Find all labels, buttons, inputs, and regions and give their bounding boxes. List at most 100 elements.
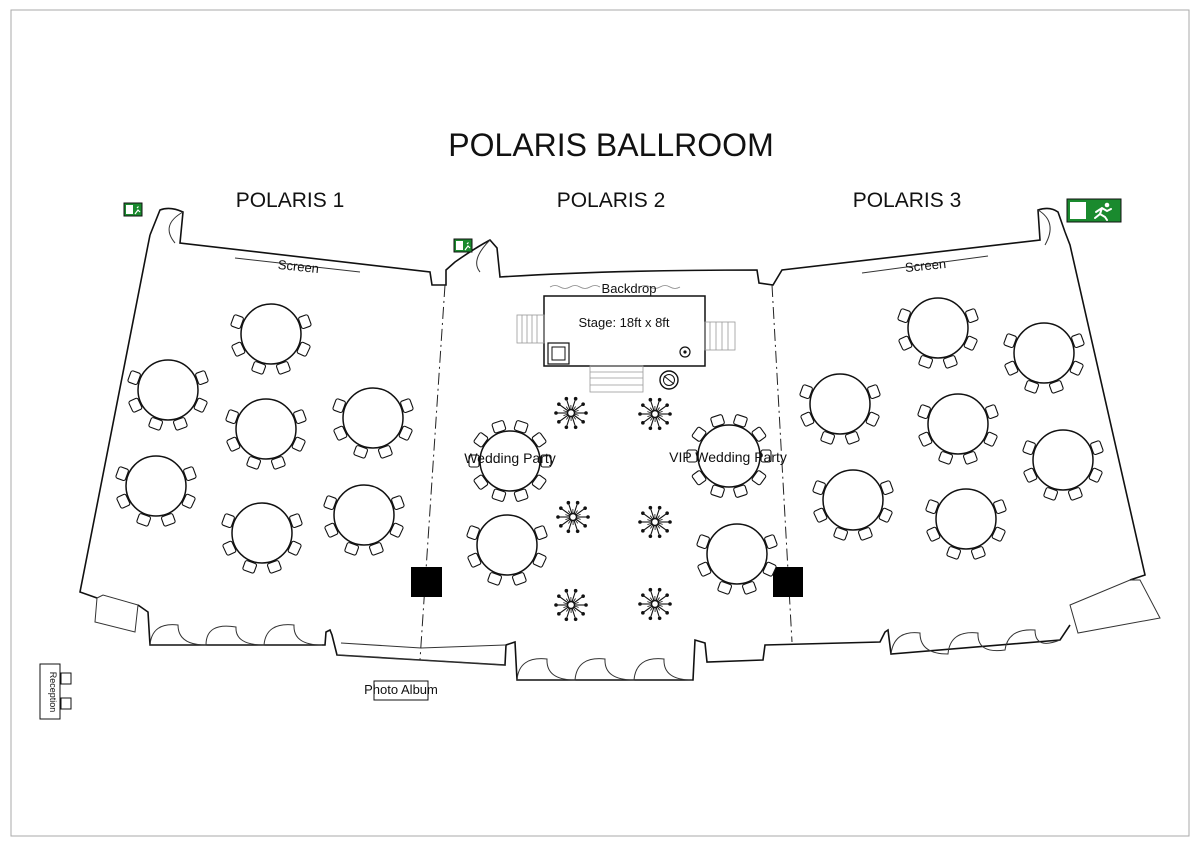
chair <box>799 384 813 400</box>
chair <box>491 420 507 434</box>
chair <box>513 420 529 434</box>
chair <box>697 561 712 577</box>
table-top <box>479 430 541 492</box>
doors <box>149 209 1061 681</box>
table-top <box>697 424 761 488</box>
chair <box>400 398 414 414</box>
chair <box>368 542 384 556</box>
chair <box>686 449 698 463</box>
vip-wedding-party-label: VIP Wedding Party <box>669 449 787 465</box>
chair <box>324 522 339 538</box>
chair <box>487 572 503 586</box>
chair <box>1024 380 1040 394</box>
round-tables <box>115 297 1104 595</box>
chair <box>148 417 164 431</box>
chair <box>377 445 393 459</box>
chair <box>289 513 303 529</box>
round-table-icon <box>332 387 414 459</box>
chair <box>965 308 979 324</box>
chair <box>1048 380 1064 394</box>
round-table-icon <box>696 523 778 595</box>
chair <box>696 534 710 550</box>
chair <box>857 527 873 541</box>
stage-steps-right <box>704 321 736 351</box>
reception-desk <box>39 663 61 720</box>
floral-centerpiece-icon <box>638 505 672 539</box>
section-label-polaris-3: POLARIS 3 <box>853 189 962 212</box>
partition-left <box>419 284 446 661</box>
chair <box>1022 440 1036 456</box>
floral-centerpiece-icon <box>638 397 672 431</box>
round-table-icon <box>686 414 772 498</box>
chair <box>917 404 931 420</box>
table-top <box>476 514 538 576</box>
chair <box>287 540 302 556</box>
chair <box>467 552 482 568</box>
chair <box>296 341 311 357</box>
chair <box>751 426 767 442</box>
floral-centerpiece-icon <box>554 396 588 430</box>
table-top <box>137 359 199 421</box>
chair <box>344 542 360 556</box>
round-table-icon <box>897 297 979 369</box>
chair <box>925 499 939 515</box>
chair <box>993 499 1007 515</box>
wedding-party-label: Wedding Party <box>464 450 556 466</box>
chair <box>1069 360 1084 376</box>
round-table-icon <box>221 502 303 574</box>
floral-centerpiece-icon <box>556 500 590 534</box>
chair <box>540 454 552 468</box>
chair <box>1090 440 1104 456</box>
chair <box>172 417 188 431</box>
chair <box>323 495 337 511</box>
chair <box>962 451 978 465</box>
chair <box>762 561 777 577</box>
table-top <box>927 393 989 455</box>
screen-right <box>861 255 989 274</box>
chair <box>473 432 489 448</box>
chair <box>1071 333 1085 349</box>
chair <box>733 414 748 428</box>
chair <box>531 474 547 490</box>
chair <box>242 560 258 574</box>
floral-centerpiece-icon <box>554 588 588 622</box>
chair <box>298 314 312 330</box>
section-label-polaris-1: POLARIS 1 <box>236 189 345 212</box>
chair <box>231 341 246 357</box>
table-top <box>706 523 768 585</box>
round-table-icon <box>812 469 894 541</box>
table-top <box>231 502 293 564</box>
chair <box>733 484 748 498</box>
round-table-icon <box>115 455 197 527</box>
chair <box>991 526 1006 542</box>
speaker-box-right <box>773 567 803 597</box>
chair <box>246 456 262 470</box>
chair <box>918 355 934 369</box>
table-top <box>240 303 302 365</box>
photo-album-table <box>373 680 429 701</box>
round-table-icon <box>323 484 405 556</box>
chair <box>942 355 958 369</box>
chair <box>1043 487 1059 501</box>
chair <box>193 397 208 413</box>
chair <box>398 425 413 441</box>
chair <box>230 314 244 330</box>
chair <box>513 488 529 502</box>
chair <box>332 398 346 414</box>
chair <box>812 480 826 496</box>
backdrop <box>549 285 681 289</box>
chair <box>333 425 348 441</box>
table-top <box>235 398 297 460</box>
chair <box>389 522 404 538</box>
chair <box>1088 467 1103 483</box>
chair <box>275 361 291 375</box>
backdrop-label: Backdrop <box>602 281 657 296</box>
round-table-icon <box>230 303 312 375</box>
chair <box>391 495 405 511</box>
table-top <box>809 373 871 435</box>
stage-steps-left <box>516 314 545 344</box>
table-top <box>1013 322 1075 384</box>
chair <box>466 525 480 541</box>
chair <box>136 513 152 527</box>
